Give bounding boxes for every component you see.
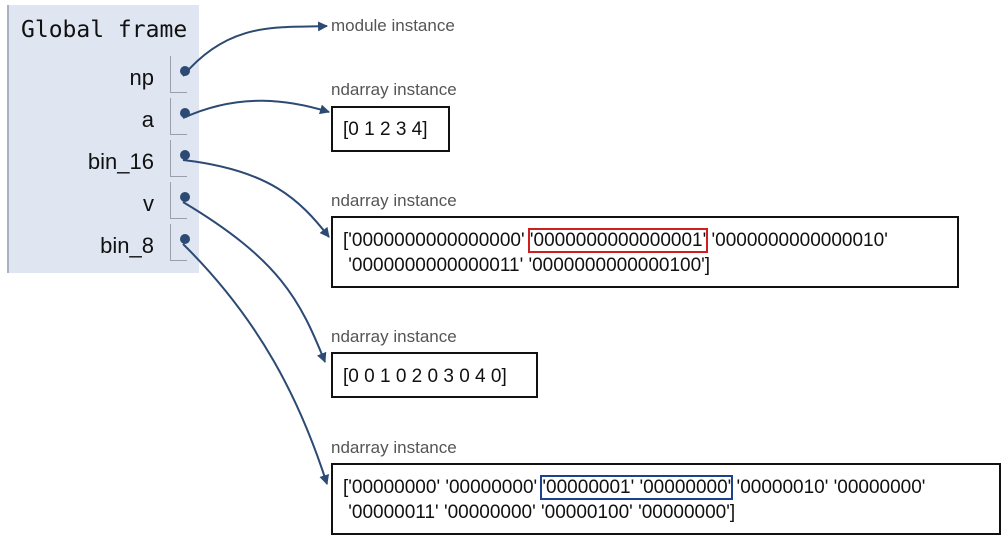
module-instance-label: module instance	[331, 16, 455, 35]
pointer-cell-bin-16[interactable]	[170, 140, 190, 177]
arrow-a-to-ndarray	[182, 99, 330, 119]
ndarray-v-value: [0 0 1 0 2 0 3 0 4 0]	[343, 366, 507, 387]
ndarray-bin-8-line1: ['00000000' '00000000' '00000001' '00000…	[343, 475, 926, 500]
ndarray-v-box: [0 0 1 0 2 0 3 0 4 0]	[331, 352, 538, 398]
ndarray-a-label: ndarray instance	[331, 80, 457, 99]
ndarray-v-label: ndarray instance	[331, 327, 457, 346]
ndarray-bin-8-box: ['00000000' '00000000' '00000001' '00000…	[331, 463, 1001, 535]
pointer-cell-bin-8[interactable]	[170, 224, 190, 261]
pointer-dot	[180, 108, 190, 118]
frame-title: Global frame	[21, 17, 188, 43]
ndarray-bin-8-line2: '00000011' '00000000' '00000100' '000000…	[343, 502, 736, 523]
variable-bin-16: bin_16	[87, 149, 154, 174]
ndarray-bin-16-line1: ['0000000000000000' '0000000000000001' '…	[343, 228, 888, 253]
ndarray-bin-8-label: ndarray instance	[331, 438, 457, 457]
bin-8-text-pre: ['00000000' '00000000'	[343, 477, 543, 498]
variable-v: v	[143, 191, 154, 216]
arrow-bin-16-to-ndarray	[182, 159, 330, 238]
pointer-cell-np[interactable]	[170, 56, 190, 93]
arrow-bin-8-to-ndarray	[182, 243, 330, 485]
variable-a: a	[141, 107, 154, 132]
bin-16-highlight-red: '0000000000000001'	[527, 228, 709, 253]
bin-16-text-post: '0000000000000010'	[706, 230, 888, 251]
variable-np: np	[129, 65, 154, 90]
arrow-v-to-ndarray	[182, 201, 327, 363]
pointer-cell-v[interactable]	[170, 182, 190, 219]
ndarray-bin-16-line2: '0000000000000011' '0000000000000100']	[343, 255, 711, 276]
ndarray-a-value: [0 1 2 3 4]	[343, 119, 428, 140]
pointer-dot	[180, 66, 190, 76]
pointer-dot	[180, 234, 190, 244]
ndarray-a-box: [0 1 2 3 4]	[331, 106, 450, 152]
pointer-dot	[180, 150, 190, 160]
global-frame: Global frame np a bin_16 v bin_8	[7, 5, 199, 273]
ndarray-bin-16-label: ndarray instance	[331, 191, 457, 210]
pointer-dot	[180, 192, 190, 202]
bin-16-text-pre: ['0000000000000000'	[343, 230, 530, 251]
bin-8-highlight-blue: '00000001' '00000000'	[540, 475, 734, 500]
ndarray-bin-16-box: ['0000000000000000' '0000000000000001' '…	[331, 216, 959, 288]
bin-8-text-post: '00000010' '00000000'	[731, 477, 926, 498]
variable-bin-8: bin_8	[100, 233, 154, 258]
pointer-cell-a[interactable]	[170, 98, 190, 135]
arrow-np-to-module	[182, 21, 328, 77]
